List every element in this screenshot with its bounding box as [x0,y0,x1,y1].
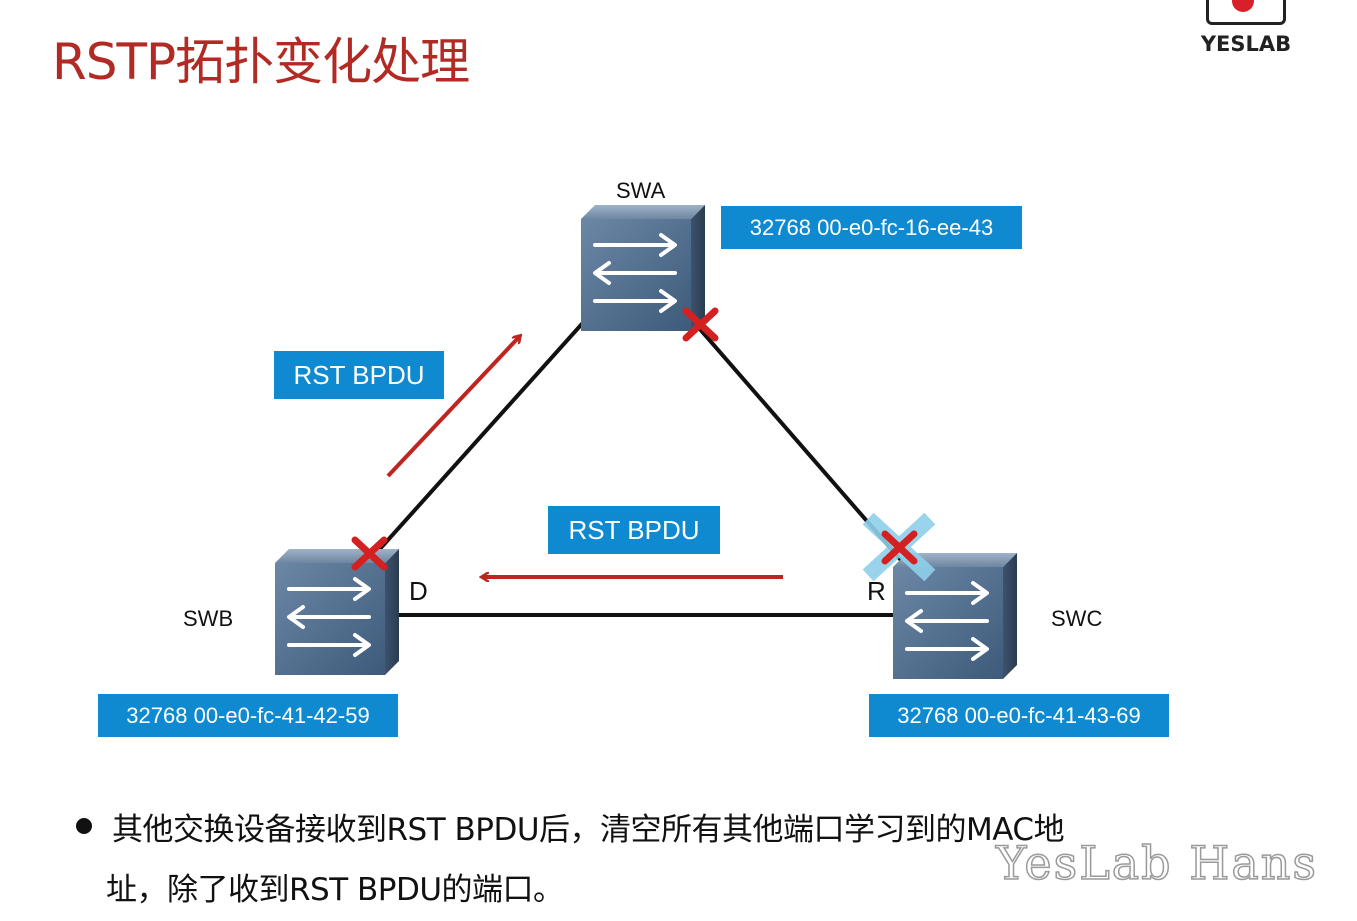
arrow-to-swa [386,336,520,478]
slide-title: RSTP拓扑变化处理 [52,33,470,91]
watermark: YesLab Hans [995,835,1319,891]
cross-icon-swb [351,536,388,571]
swa-bridge-id: 32768 00-e0-fc-16-ee-43 [721,206,1022,249]
rst-bpdu-label-lower: RST BPDU [548,506,720,554]
swb-label: SWB [183,606,234,631]
cross-icon-swa [682,307,719,342]
swc-port-role: R [867,576,886,606]
heart-icon [1232,0,1254,12]
swc-label: SWC [1051,606,1103,631]
bullet-icon [76,818,92,834]
swa-label: SWA [616,178,666,203]
bullet-text-line1: 其他交换设备接收到RST BPDU后，清空所有其他端口学习到的MAC地 [112,812,1065,848]
bullet-text-line2: 址，除了收到RST BPDU的端口。 [106,872,564,908]
yeslab-logo: YESLAB [1196,0,1298,62]
link-swb-swa [368,304,600,562]
swc-bridge-id: 32768 00-e0-fc-41-43-69 [869,694,1169,737]
swb-port-role: D [409,576,428,606]
switch-icon-swc [891,551,1019,681]
cross-icon-swc [881,530,918,565]
rst-bpdu-label-upper: RST BPDU [274,351,444,399]
swb-bridge-id: 32768 00-e0-fc-41-42-59 [98,694,398,737]
logo-text: YESLAB [1200,32,1292,56]
